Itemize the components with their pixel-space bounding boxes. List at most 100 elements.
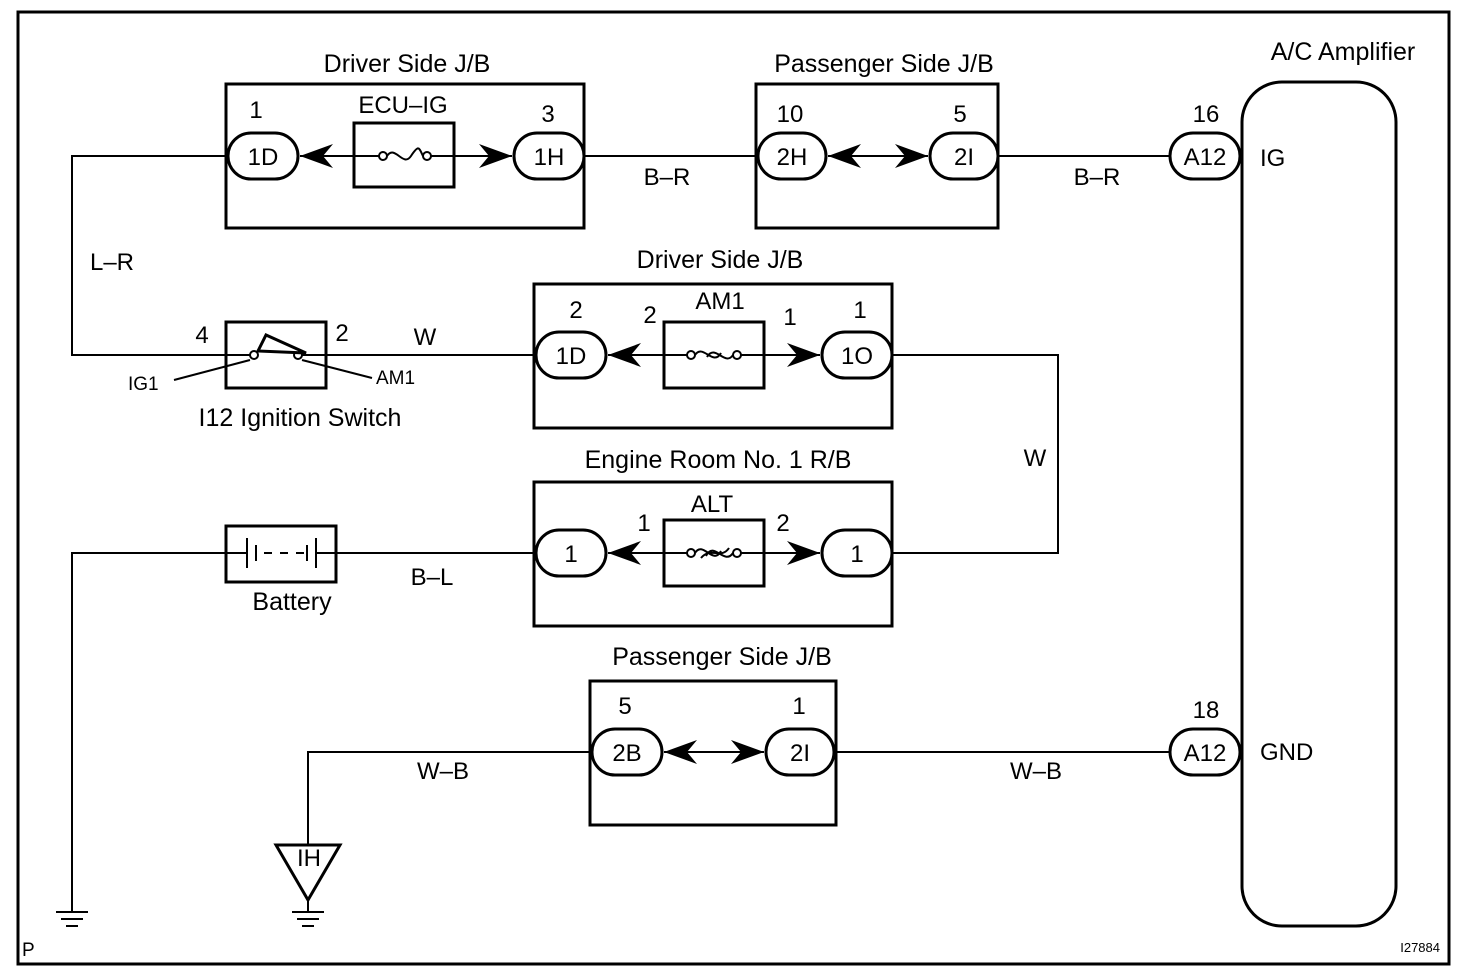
wire-w-b-1 [307, 751, 592, 845]
ignition-switch-term-ig1: IG1 [128, 374, 159, 395]
diagram-frame [16, 10, 1451, 966]
jb-driver-top-right-arrow [479, 144, 512, 168]
jb-driver-mid-connector-right-label: 1O [841, 343, 873, 370]
ground-point-ih: IH [273, 843, 343, 927]
jb-passenger-top-right-arrow [895, 144, 928, 168]
rb-engine-title: Engine Room No. 1 R/B [585, 446, 852, 474]
jb-driver-mid-title: Driver Side J/B [637, 246, 804, 274]
rb-engine-connector-left [534, 528, 608, 578]
jb-driver-mid-right-arrow [787, 343, 820, 367]
rb-engine-room: Engine Room No. 1 R/B ALT 1 2 1 1 [532, 446, 894, 628]
wire-label-w-b-2: W–B [1010, 758, 1062, 785]
wire-l-r [71, 155, 228, 356]
jb-passenger-top-pin-right: 5 [953, 101, 966, 128]
rb-engine-inner-pin-right: 2 [776, 510, 789, 537]
jb-driver-top-connector-right [512, 131, 586, 181]
battery: Battery [224, 524, 338, 616]
jb-passenger-bottom-connector-left [590, 727, 664, 777]
jb-driver-top: Driver Side J/B ECU–IG 1 3 1D 1H [224, 50, 586, 230]
jb-driver-mid-left-arrow [608, 343, 641, 367]
jb-driver-top-title: Driver Side J/B [324, 50, 491, 78]
jb-driver-top-connector-left-label: 1D [248, 144, 279, 171]
jb-passenger-bottom-box [588, 679, 838, 827]
jb-passenger-top-connector-left-label: 2H [777, 144, 808, 171]
jb-passenger-bottom-pin-right: 1 [792, 693, 805, 720]
amp-gnd-connector [1168, 727, 1242, 777]
rb-engine-connector-left-label: 1 [564, 541, 577, 568]
jb-driver-mid-connector-left-label: 1D [556, 343, 587, 370]
rb-engine-right-arrow [787, 541, 820, 565]
rb-engine-connector-right [820, 528, 894, 578]
alt-fuse-icon [664, 547, 764, 559]
jb-passenger-top-pin-left: 10 [777, 101, 804, 128]
wire-label-b-l: B–L [411, 564, 454, 591]
wire-label-b-r-2: B–R [1074, 164, 1121, 191]
ecu-ig-fuse-icon [354, 147, 454, 161]
jb-passenger-bottom-connector-right-label: 2I [790, 740, 810, 767]
rb-engine-fuse-label: ALT [691, 491, 734, 518]
jb-passenger-top-connector-left [756, 131, 828, 181]
ignition-switch-contact-icon [255, 333, 307, 355]
wire-w-2 [892, 354, 1059, 554]
ignition-switch: 4 2 IG1 AM1 I12 Ignition Switch [128, 320, 415, 432]
jb-driver-top-fuse-label: ECU–IG [358, 92, 447, 119]
wire-label-l-r: L–R [90, 249, 134, 276]
rb-engine-connector-right-label: 1 [850, 541, 863, 568]
amp-ig-connector-label: A12 [1184, 144, 1227, 171]
amp-gnd-label: GND [1260, 739, 1313, 766]
battery-label: Battery [252, 588, 332, 616]
ground-symbol-left [56, 911, 88, 927]
ac-amplifier: A/C Amplifier 16 A12 IG 18 A12 GND [1168, 38, 1415, 928]
jb-driver-mid-fuse-label: AM1 [695, 288, 744, 315]
ground-symbol-ih [292, 911, 324, 927]
jb-passenger-top-title: Passenger Side J/B [774, 50, 994, 78]
ignition-switch-pin-left: 4 [195, 322, 208, 349]
ac-amplifier-body [1240, 80, 1398, 928]
jb-passenger-top-connector-right [928, 131, 1000, 181]
wire-labels: L–R B–R B–R W W B–L W–B W–B [90, 164, 1120, 785]
wire-label-w-2: W [1024, 445, 1047, 472]
amp-ig-connector [1168, 131, 1242, 181]
ground-point-label: IH [297, 845, 321, 872]
jb-passenger-top-connector-right-label: 2I [954, 144, 974, 171]
jb-driver-mid-pin-left: 2 [569, 297, 582, 324]
jb-passenger-bottom-connector-right [764, 727, 836, 777]
rb-engine-inner-pin-left: 1 [637, 510, 650, 537]
jb-passenger-top-left-arrow [828, 144, 861, 168]
ignition-switch-pin-right: 2 [335, 320, 348, 347]
amp-gnd-connector-label: A12 [1184, 740, 1227, 767]
am1-fuse-icon [664, 350, 764, 360]
ground-point-triangle [273, 843, 343, 903]
jb-passenger-bottom-connector-left-label: 2B [612, 740, 641, 767]
jb-driver-mid-pin-right: 1 [853, 297, 866, 324]
jb-passenger-bottom-pin-left: 5 [618, 693, 631, 720]
ac-amplifier-title: A/C Amplifier [1271, 38, 1415, 66]
ignition-switch-title: I12 Ignition Switch [199, 404, 402, 432]
jb-passenger-top: Passenger Side J/B 10 5 2H 2I [754, 50, 1000, 230]
jb-passenger-bottom-title: Passenger Side J/B [612, 643, 832, 671]
jb-passenger-bottom-left-arrow [664, 740, 697, 764]
wire-label-w-b-1: W–B [417, 758, 469, 785]
amp-ig-label: IG [1260, 145, 1285, 172]
jb-driver-mid-inner-pin-left: 2 [643, 302, 656, 329]
wire-label-w-1: W [414, 324, 437, 351]
wires [71, 155, 1170, 912]
jb-driver-top-connector-right-label: 1H [534, 144, 565, 171]
jb-driver-mid-connector-right [820, 330, 894, 380]
jb-driver-mid-connector-left [534, 330, 608, 380]
wire-battery-ground [71, 552, 226, 912]
rb-engine-left-arrow [608, 541, 641, 565]
jb-driver-top-pin-left: 1 [249, 97, 262, 124]
corner-label: P [22, 940, 35, 961]
jb-passenger-bottom: Passenger Side J/B 5 1 2B 2I [588, 643, 838, 827]
amp-gnd-pin: 18 [1193, 697, 1220, 724]
jb-passenger-bottom-right-arrow [731, 740, 764, 764]
amp-ig-pin: 16 [1193, 101, 1220, 128]
jb-driver-mid: Driver Side J/B AM1 2 2 1 1 1D 1O [532, 246, 894, 430]
ignition-switch-term-am1: AM1 [376, 368, 415, 389]
jb-driver-top-connector-left [226, 131, 300, 181]
wire-label-b-r-1: B–R [644, 164, 691, 191]
jb-driver-top-left-arrow [300, 144, 333, 168]
figure-id: I27884 [1400, 940, 1440, 955]
